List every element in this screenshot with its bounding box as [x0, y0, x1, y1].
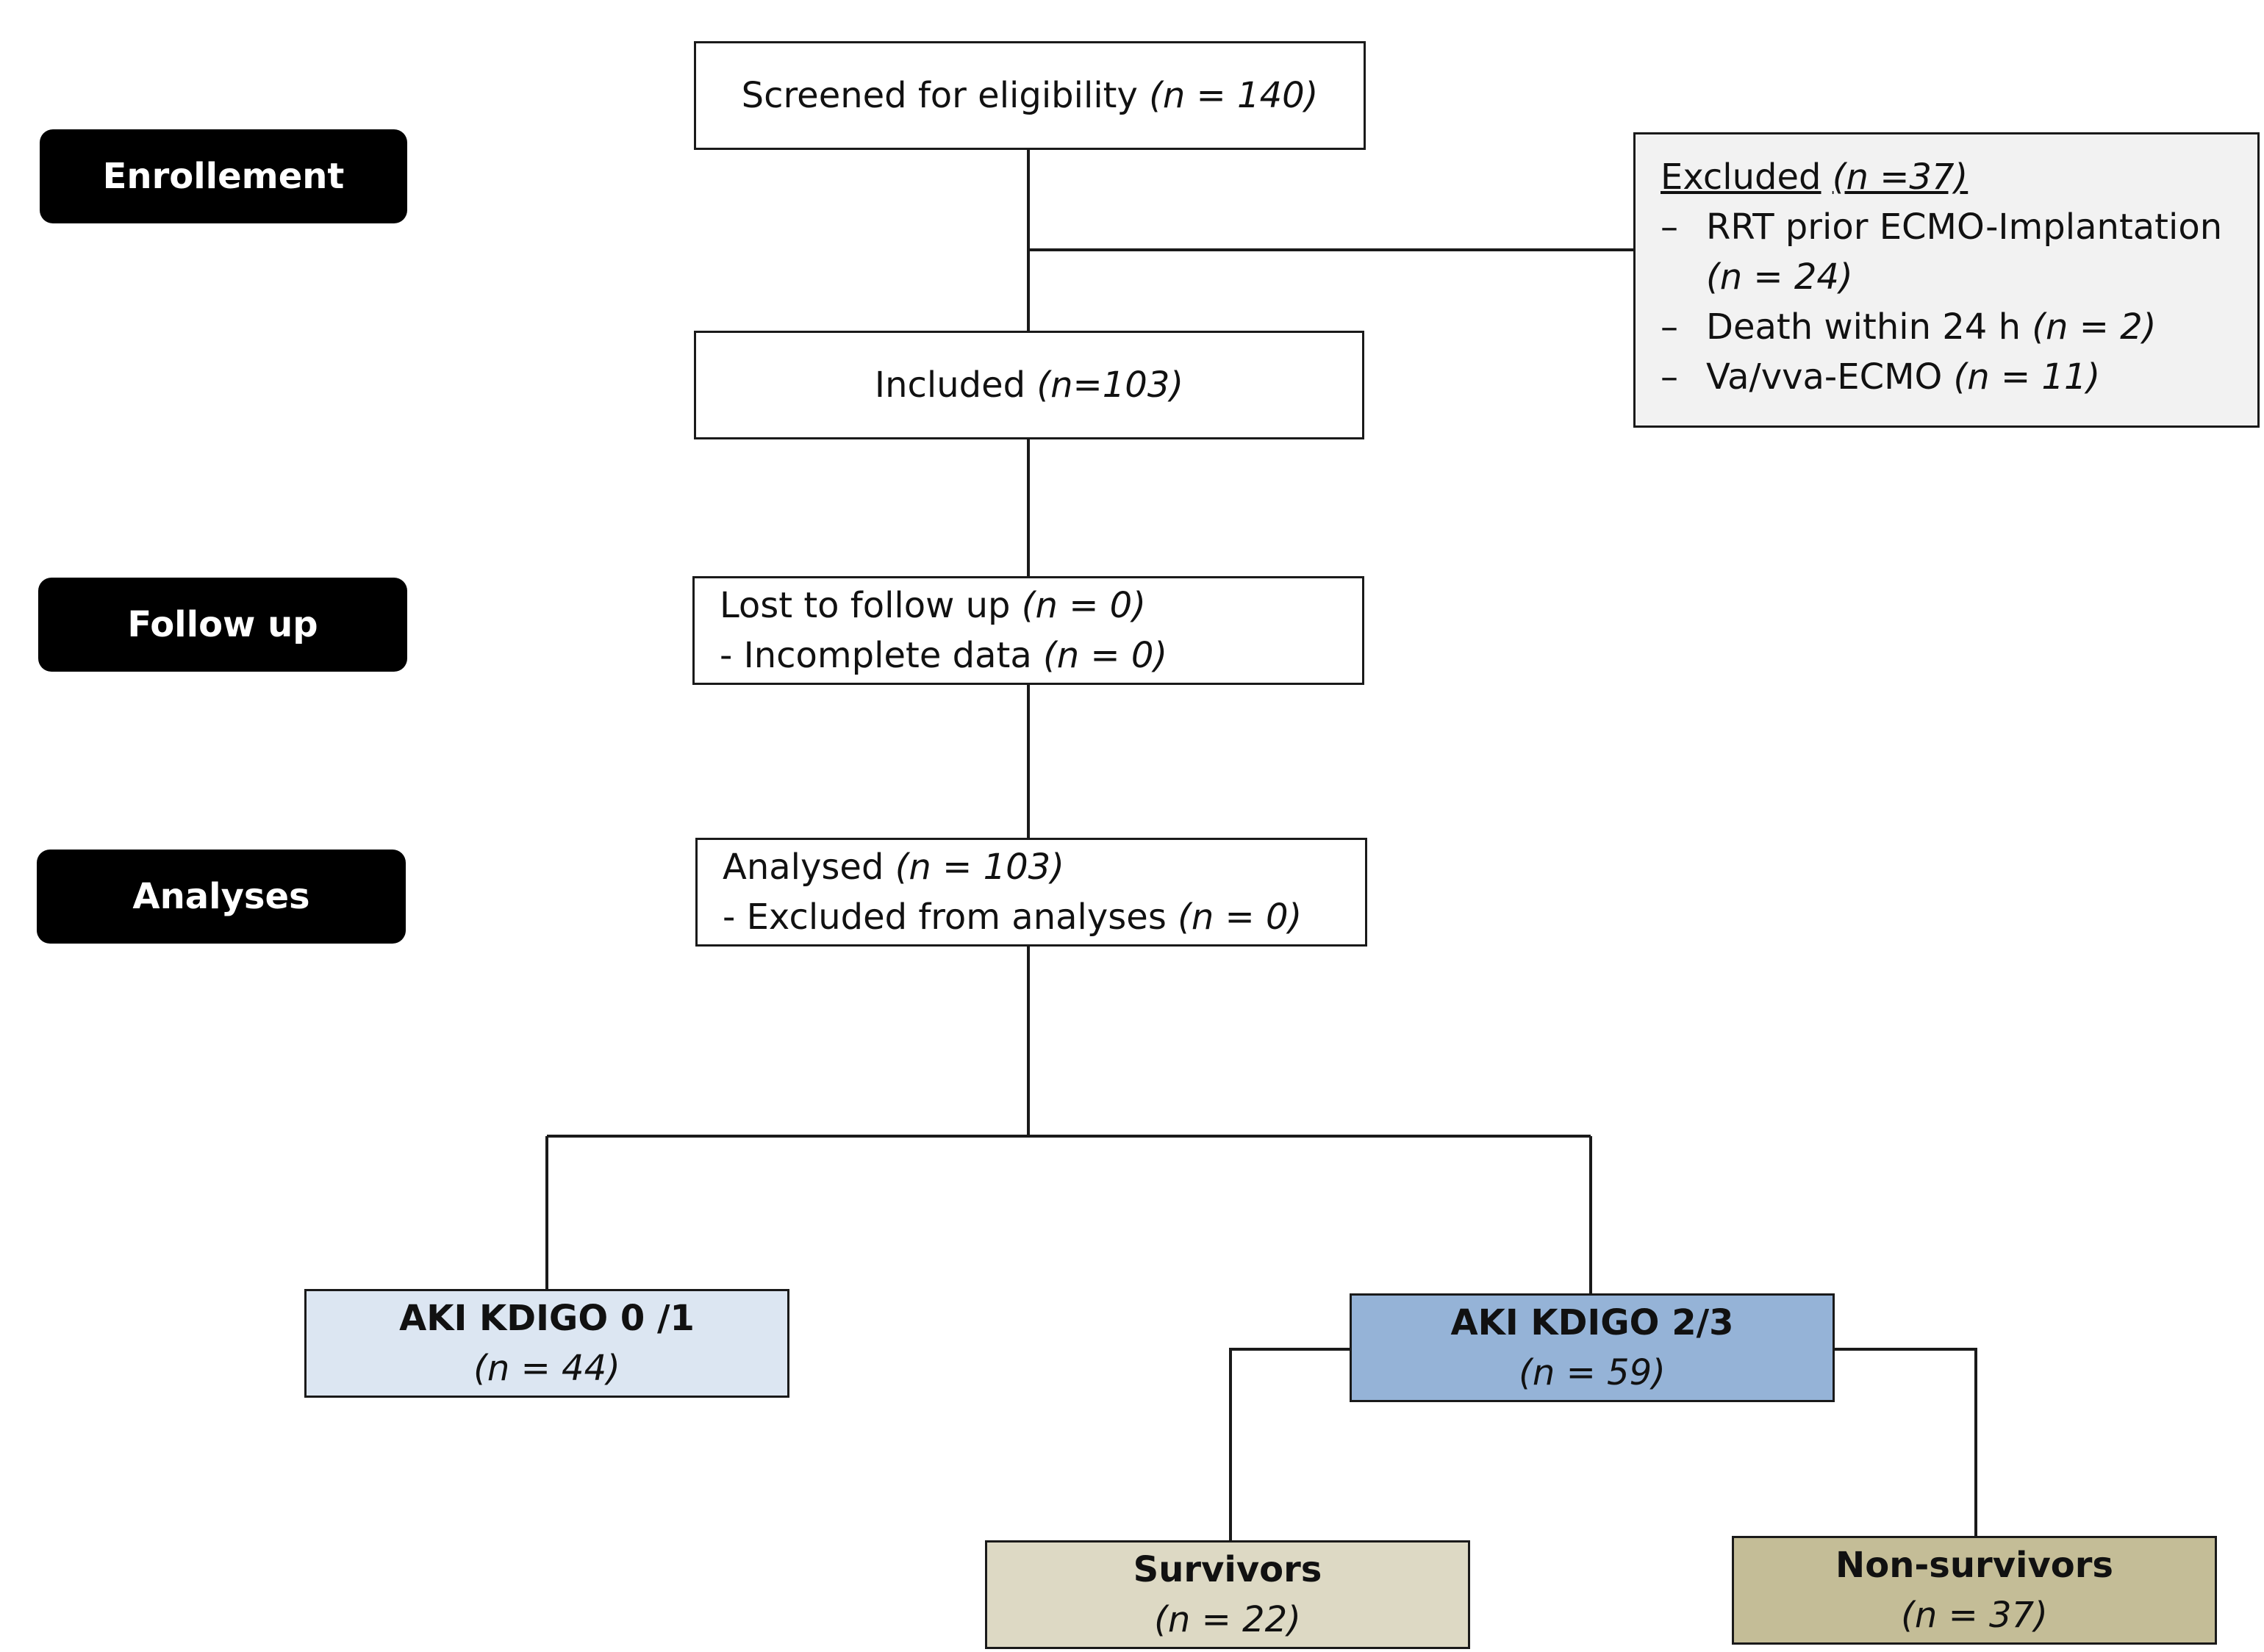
excluded-item-label: Death within 24 h: [1706, 306, 2021, 348]
excluded-item-text: Death within 24 h (n = 2): [1706, 302, 2156, 352]
excluded-analyses-label: - Excluded from analyses: [723, 897, 1167, 938]
excluded-item-dash: –: [1661, 356, 1678, 398]
excluded-item-n: (n = 2): [2032, 306, 2157, 348]
stage-analyses: Analyses: [37, 850, 406, 944]
lost-n: (n = 0): [1021, 585, 1146, 626]
screened-line: Screened for eligibility (n = 140): [742, 71, 1319, 121]
lost-label: Lost to follow up: [720, 585, 1011, 626]
excluded-item-label: Va/vva-ECMO: [1706, 356, 1943, 398]
included-n: (n=103): [1036, 364, 1184, 406]
aki23-n: (n = 59): [1519, 1352, 1666, 1393]
excluded-item-text: Va/vva-ECMO (n = 11): [1706, 352, 2100, 402]
non-survivors-box: Non-survivors (n = 37): [1732, 1536, 2217, 1645]
incomplete-line: - Incomplete data (n = 0): [720, 631, 1362, 680]
non-survivors-label: Non-survivors: [1835, 1545, 2113, 1586]
non-survivors-n: (n = 37): [1901, 1595, 2048, 1636]
stage-follow-up: Follow up: [38, 578, 407, 672]
incomplete-label: - Incomplete data: [720, 635, 1032, 676]
aki01-n: (n = 44): [473, 1348, 620, 1389]
aki01-label: AKI KDIGO 0 /1: [399, 1298, 695, 1339]
excluded-item: – Death within 24 h (n = 2): [1661, 302, 2257, 352]
excluded-item-n: (n = 24): [1706, 256, 1853, 298]
excluded-item: – RRT prior ECMO-Implantation (n = 24): [1661, 202, 2257, 302]
excluded-analyses-line: - Excluded from analyses (n = 0): [723, 892, 1365, 942]
stage-enrollment-label: Enrollement: [102, 156, 345, 197]
excluded-item-label: RRT prior ECMO-Implantation: [1706, 206, 2223, 248]
lost-box: Lost to follow up (n = 0) - Incomplete d…: [692, 576, 1364, 685]
survivors-label: Survivors: [1133, 1549, 1322, 1590]
excluded-item-dash: –: [1661, 306, 1678, 348]
excluded-box: Excluded (n =37) – RRT prior ECMO-Implan…: [1633, 132, 2260, 428]
analysed-box: Analysed (n = 103) - Excluded from analy…: [695, 838, 1367, 947]
analysed-n: (n = 103): [895, 847, 1064, 888]
excluded-item: – Va/vva-ECMO (n = 11): [1661, 352, 2257, 402]
aki01-box: AKI KDIGO 0 /1 (n = 44): [304, 1289, 789, 1398]
connector-aki23-survivors: [1229, 1348, 1351, 1542]
included-box: Included (n=103): [694, 331, 1364, 439]
stage-follow-up-label: Follow up: [127, 604, 318, 645]
analysed-line: Analysed (n = 103): [723, 842, 1365, 892]
survivors-n: (n = 22): [1154, 1599, 1301, 1640]
connector-aki23-nonsurvivors: [1834, 1348, 1977, 1537]
aki23-label: AKI KDIGO 2/3: [1450, 1302, 1734, 1343]
screened-box: Screened for eligibility (n = 140): [694, 41, 1366, 150]
survivors-box: Survivors (n = 22): [985, 1540, 1470, 1649]
aki23-box: AKI KDIGO 2/3 (n = 59): [1350, 1293, 1835, 1402]
excluded-heading: Excluded (n =37): [1661, 152, 2257, 202]
lost-line: Lost to follow up (n = 0): [720, 581, 1362, 631]
excluded-analyses-n: (n = 0): [1178, 897, 1303, 938]
screened-label: Screened for eligibility: [741, 75, 1138, 116]
incomplete-n: (n = 0): [1043, 635, 1168, 676]
excluded-label: Excluded: [1661, 157, 1821, 198]
excluded-item-dash: –: [1661, 206, 1678, 248]
included-label: Included: [874, 364, 1026, 406]
stage-enrollment: Enrollement: [40, 129, 407, 223]
excluded-item-n: (n = 11): [1953, 356, 2101, 398]
included-line: Included (n=103): [875, 360, 1183, 410]
excluded-n: (n =37): [1832, 157, 1969, 198]
stage-analyses-label: Analyses: [132, 876, 310, 917]
analysed-label: Analysed: [723, 847, 884, 888]
screened-n: (n = 140): [1149, 75, 1319, 116]
excluded-item-text: RRT prior ECMO-Implantation (n = 24): [1706, 202, 2222, 302]
